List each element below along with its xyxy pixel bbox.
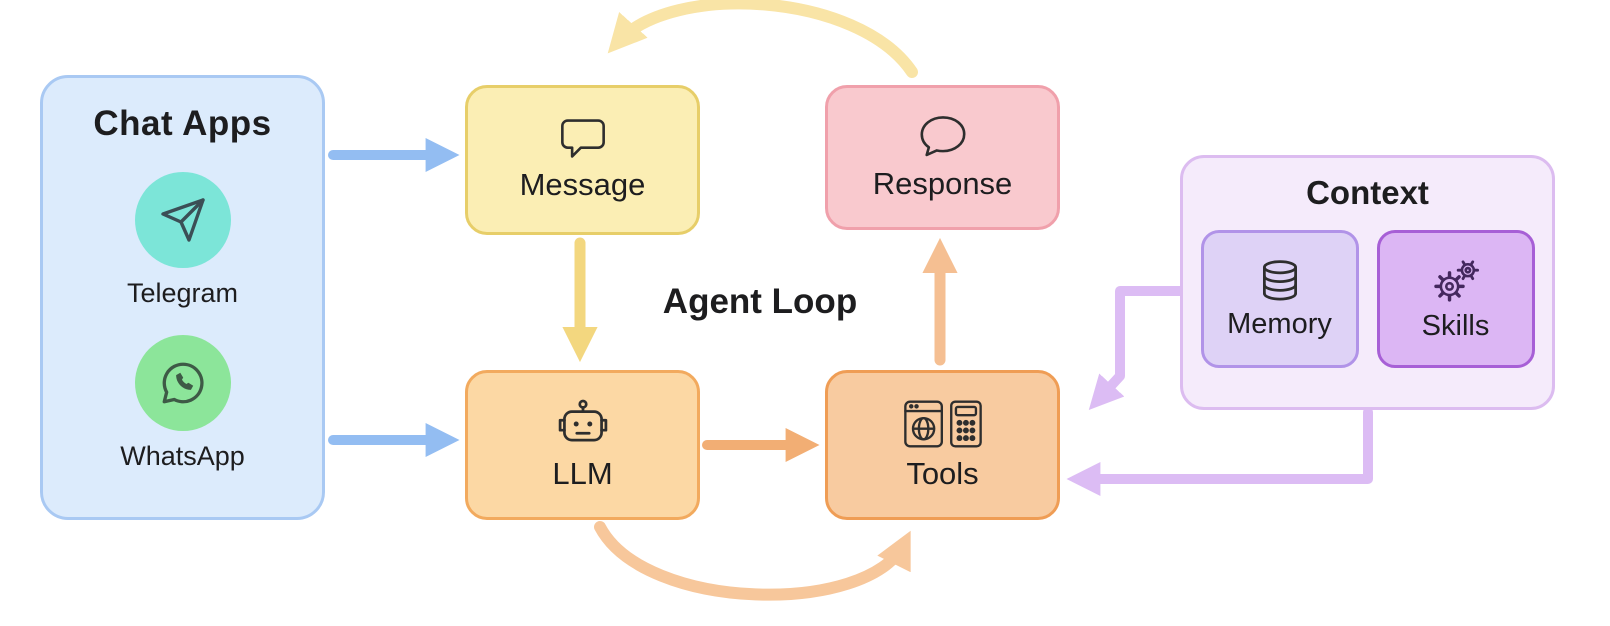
database-icon bbox=[1262, 259, 1297, 300]
chat-bubble-round-icon bbox=[920, 115, 965, 156]
telegram-icon bbox=[160, 198, 205, 242]
chat-bubble-square-icon bbox=[560, 119, 605, 158]
robot-icon bbox=[558, 399, 607, 442]
whatsapp-icon bbox=[162, 362, 204, 404]
tools-label: Tools bbox=[906, 456, 979, 491]
gears-icon bbox=[1433, 259, 1479, 302]
llm-node: LLM bbox=[465, 370, 700, 520]
memory-label: Memory bbox=[1227, 307, 1332, 340]
llm-label: LLM bbox=[552, 456, 613, 491]
arrow-context-to-tools-lower bbox=[1066, 407, 1373, 497]
arrow-llm-to-tools-loop bbox=[594, 521, 911, 601]
whatsapp-badge bbox=[134, 335, 231, 431]
tools-node: Tools bbox=[825, 370, 1060, 520]
arrow-context-to-tools-upper bbox=[1088, 286, 1185, 411]
context-title: Context bbox=[1306, 174, 1429, 211]
message-node: Message bbox=[465, 85, 700, 235]
context-row: Memory Skills bbox=[1183, 230, 1552, 368]
response-label: Response bbox=[872, 165, 1013, 201]
telegram-badge bbox=[134, 172, 231, 268]
telegram-label: Telegram bbox=[126, 278, 239, 308]
memory-node: Memory bbox=[1200, 230, 1359, 368]
message-label: Message bbox=[519, 167, 646, 202]
arrow-response-to-message-loop bbox=[607, 0, 918, 78]
chat-apps-title: Chat Apps bbox=[93, 104, 272, 143]
browser-calculator-icon bbox=[903, 400, 982, 448]
response-node: Response bbox=[825, 85, 1060, 230]
agent-loop-label: Agent Loop bbox=[662, 282, 858, 321]
context-panel: Context Memory bbox=[1180, 155, 1555, 410]
whatsapp-label: WhatsApp bbox=[120, 441, 245, 471]
chat-apps-panel: Chat Apps Telegram WhatsApp bbox=[40, 75, 325, 520]
skills-node: Skills bbox=[1376, 230, 1535, 368]
skills-label: Skills bbox=[1421, 309, 1490, 342]
